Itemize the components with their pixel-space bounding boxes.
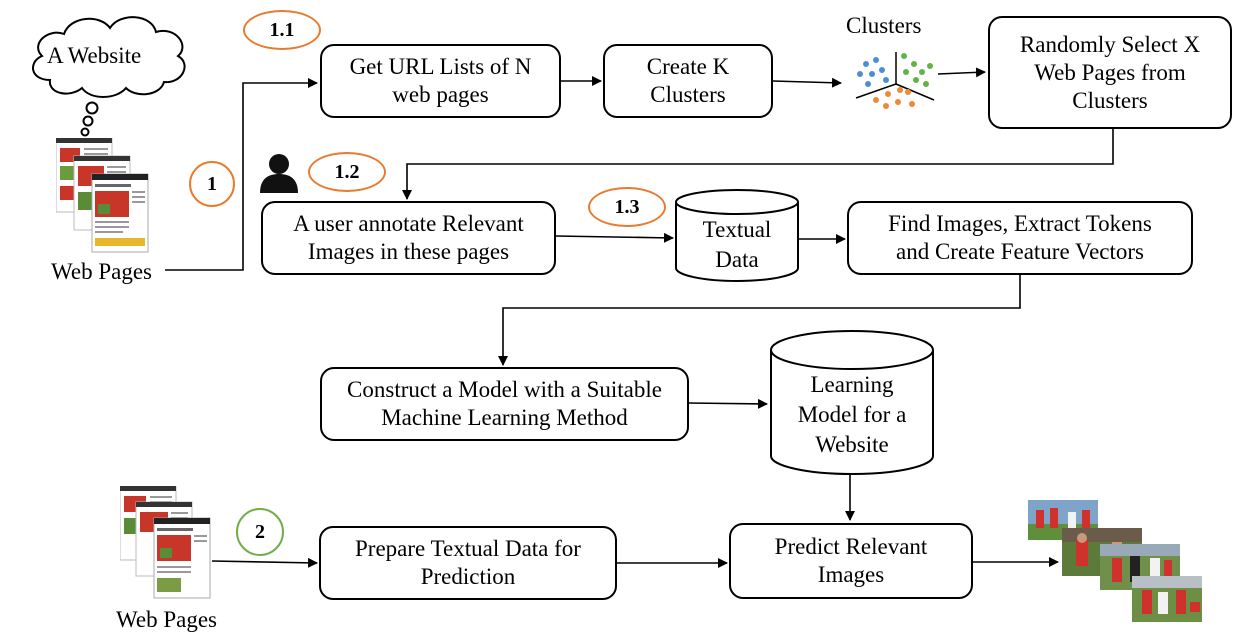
web-pages-label-bottom: Web Pages xyxy=(116,607,217,632)
arrow-find-to-construct xyxy=(498,274,1021,366)
user-icon xyxy=(260,154,298,193)
arrow-clusters-to-select xyxy=(937,67,986,78)
step-badge-1-1: 1.1 xyxy=(243,10,321,50)
arrow-construct-to-learning xyxy=(687,398,768,409)
arrow-createk-to-clusters xyxy=(772,77,842,88)
arrow-select-to-annotate xyxy=(402,129,1114,200)
result-image-thumbnail-icon xyxy=(1028,500,1202,622)
arrow-annotate-to-textual xyxy=(555,232,674,243)
cluster-scatter-icon xyxy=(855,52,935,109)
web-pages-label-top: Web Pages xyxy=(51,259,152,284)
web-page-thumbnail-icon xyxy=(120,486,211,599)
step-badge-1-3: 1.3 xyxy=(588,187,666,227)
clusters-label: Clusters xyxy=(846,13,922,38)
arrow-webpages2-to-prepare xyxy=(211,557,318,568)
cloud-label: A Website xyxy=(47,43,142,68)
web-page-thumbnail-icon xyxy=(56,138,149,253)
learning-model-store xyxy=(770,330,934,475)
arrow-webpages-to-geturl xyxy=(165,78,318,271)
step-badge-1-2: 1.2 xyxy=(308,152,386,192)
step-badge-1: 1 xyxy=(189,161,235,207)
step-badge-2: 2 xyxy=(236,508,284,556)
textual-data-store xyxy=(675,189,799,282)
